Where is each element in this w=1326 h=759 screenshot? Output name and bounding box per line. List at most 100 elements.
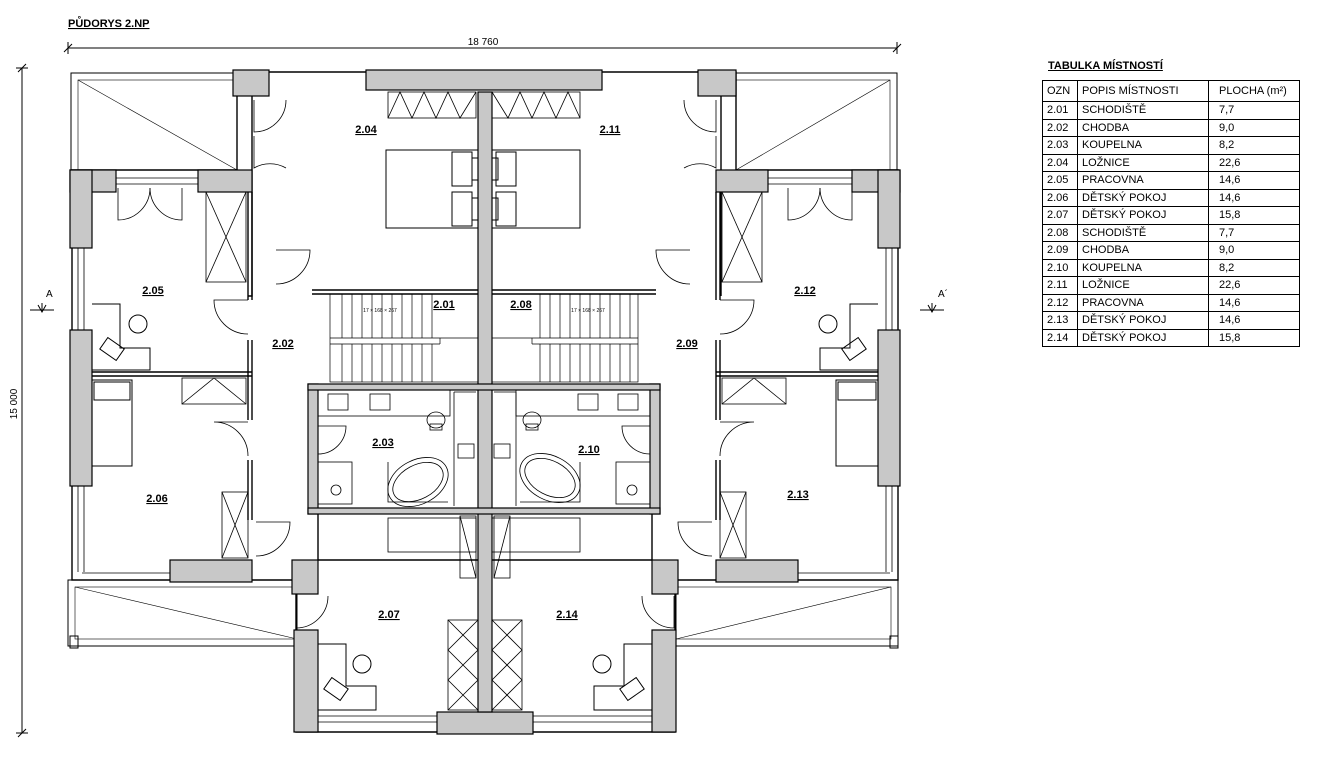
table-cell: DĚTSKÝ POKOJ [1077, 311, 1209, 330]
section-mark-right-label: A´ [938, 288, 948, 300]
table-cell: CHODBA [1077, 241, 1209, 260]
section-mark-left: A [30, 289, 54, 314]
table-cell: PRACOVNA [1077, 293, 1209, 312]
column-header: POPIS MÍSTNOSTI [1077, 80, 1209, 102]
table-cell: 15,8 [1208, 328, 1300, 347]
table-cell: 14,6 [1208, 311, 1300, 330]
table-cell: 2.02 [1042, 118, 1078, 137]
table-cell: 2.06 [1042, 188, 1078, 207]
room-label: 2.03 [372, 437, 393, 449]
section-mark-right: A´ [920, 288, 948, 314]
room-label: 2.01 [433, 299, 454, 311]
table-cell: KOUPELNA [1077, 258, 1209, 277]
stair-label-left: 17 × 168 × 267 [363, 308, 397, 314]
masonry-walls [69, 69, 901, 735]
doors [117, 99, 853, 629]
beds [91, 149, 879, 467]
table-cell: 9,0 [1208, 241, 1300, 260]
table-cell: SCHODIŠTĚ [1077, 223, 1209, 242]
table-cell: 2.13 [1042, 311, 1078, 330]
partitions [92, 192, 878, 561]
width-dimension: 18 760 [63, 37, 902, 54]
table-cell: 15,8 [1208, 206, 1300, 225]
table-cell: 14,6 [1208, 293, 1300, 312]
room-label: 2.12 [794, 285, 815, 297]
table-cell: 14,6 [1208, 188, 1300, 207]
table-cell: 7,7 [1208, 223, 1300, 242]
table-cell: KOUPELNA [1077, 136, 1209, 155]
room-label: 2.11 [600, 124, 621, 136]
table-cell: 2.10 [1042, 258, 1078, 277]
table-cell: LOŽNICE [1077, 153, 1209, 172]
bathroom-fixtures [317, 389, 651, 507]
room-label: 2.10 [578, 444, 599, 456]
plan-title: PŮDORYS 2.NP [68, 16, 150, 30]
wardrobes [181, 91, 787, 711]
room-label: 2.07 [378, 609, 399, 621]
table-cell: 2.01 [1042, 101, 1078, 120]
stairs-right: 17 × 168 × 267 [491, 293, 639, 383]
room-label: 2.13 [787, 489, 808, 501]
room-table-title: TABULKA MÍSTNOSTÍ [1048, 60, 1163, 72]
column-header: PLOCHA (m²) [1208, 80, 1300, 102]
table-cell: 8,2 [1208, 136, 1300, 155]
column-header: OZN [1042, 80, 1078, 102]
table-cell: 9,0 [1208, 118, 1300, 137]
table-cell: DĚTSKÝ POKOJ [1077, 206, 1209, 225]
table-cell: SCHODIŠTĚ [1077, 101, 1209, 120]
table-cell: 2.11 [1042, 276, 1078, 295]
room-label: 2.06 [146, 493, 167, 505]
room-label: 2.09 [676, 338, 697, 350]
table-cell: 22,6 [1208, 276, 1300, 295]
table-cell: DĚTSKÝ POKOJ [1077, 328, 1209, 347]
room-label: 2.14 [556, 609, 578, 621]
table-cell: DĚTSKÝ POKOJ [1077, 188, 1209, 207]
table-cell: 2.07 [1042, 206, 1078, 225]
table-cell: 22,6 [1208, 153, 1300, 172]
room-label: 2.05 [142, 285, 163, 297]
stairs-left: 17 × 168 × 267 [329, 293, 479, 383]
desks [92, 303, 878, 711]
room-label: 2.08 [510, 299, 531, 311]
table-cell: PRACOVNA [1077, 171, 1209, 190]
table-cell: 8,2 [1208, 258, 1300, 277]
table-cell: LOŽNICE [1077, 276, 1209, 295]
room-labels: 2.01 2.02 2.03 2.04 2.05 2.06 2.07 2.08 … [142, 124, 815, 621]
room-label: 2.04 [355, 124, 377, 136]
table-cell: 2.08 [1042, 223, 1078, 242]
stair-label-right: 17 × 168 × 267 [571, 308, 605, 314]
height-dimension-label: 15 000 [9, 388, 20, 419]
room-table-block: TABULKA MÍSTNOSTÍ OZN POPIS MÍSTNOSTI PL… [1042, 60, 1300, 347]
section-mark-left-label: A [46, 289, 53, 300]
table-cell: 2.12 [1042, 293, 1078, 312]
width-dimension-label: 18 760 [468, 37, 499, 48]
table-cell: 14,6 [1208, 171, 1300, 190]
table-cell: 2.14 [1042, 328, 1078, 347]
table-header-row: OZN POPIS MÍSTNOSTI PLOCHA (m²) [1042, 80, 1300, 102]
table-cell: 2.04 [1042, 153, 1078, 172]
room-label: 2.02 [272, 338, 293, 350]
height-dimension: 15 000 [9, 63, 28, 738]
table-cell: 7,7 [1208, 101, 1300, 120]
table-cell: 2.05 [1042, 171, 1078, 190]
windows [77, 177, 893, 723]
table-cell: 2.09 [1042, 241, 1078, 260]
table-cell: CHODBA [1077, 118, 1209, 137]
table-cell: 2.03 [1042, 136, 1078, 155]
